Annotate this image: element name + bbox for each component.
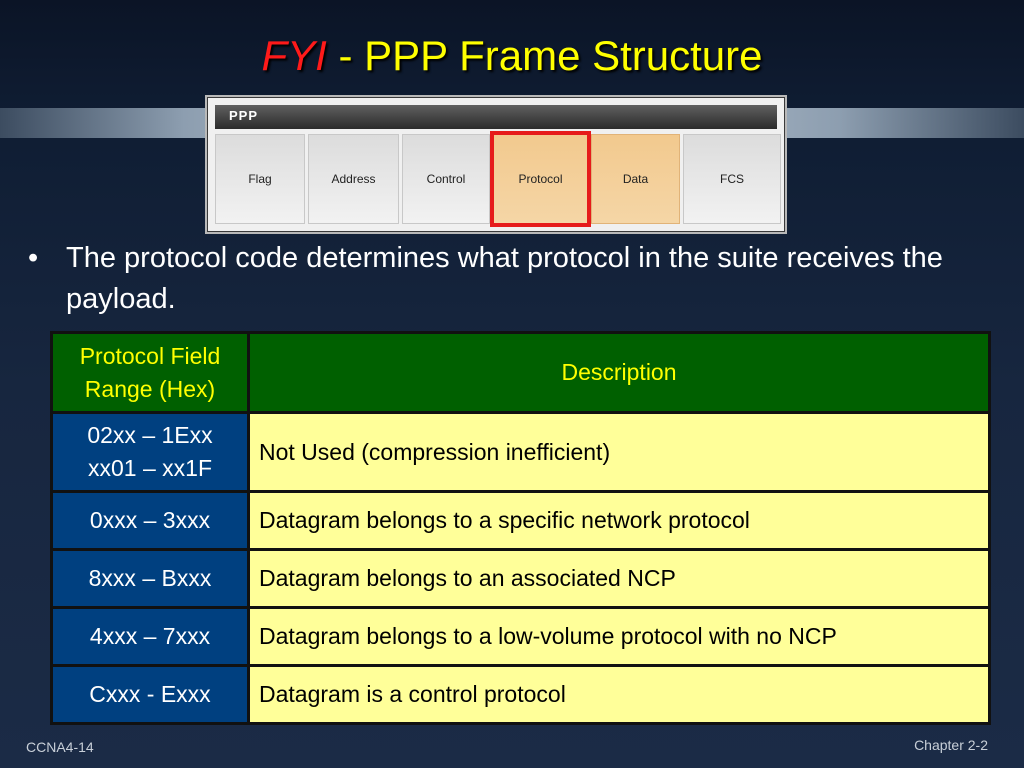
description-cell: Datagram belongs to an associated NCP <box>247 548 991 609</box>
title-fyi: FYI <box>261 32 327 79</box>
range-line-2: xx01 – xx1F <box>88 455 212 481</box>
footer-course-code: CCNA4-14 <box>26 739 94 755</box>
frame-header: PPP <box>215 105 777 129</box>
header-range: Protocol Field Range (Hex) <box>50 331 250 414</box>
range-cell: 02xx – 1Exx xx01 – xx1F <box>50 411 250 493</box>
table-row: 0xxx – 3xxx Datagram belongs to a specif… <box>50 490 991 551</box>
description-cell: Datagram belongs to a specific network p… <box>247 490 991 551</box>
range-cell: 0xxx – 3xxx <box>50 490 250 551</box>
bullet-text: The protocol code determines what protoc… <box>66 242 943 315</box>
header-description: Description <box>247 331 991 414</box>
field-address: Address <box>308 134 399 224</box>
footer-chapter: Chapter 2-2 <box>914 737 988 753</box>
frame-fields: Flag Address Control Protocol Data FCS <box>215 131 781 227</box>
range-line-1: 02xx – 1Exx <box>87 422 213 448</box>
field-flag: Flag <box>215 134 305 224</box>
table-row: 8xxx – Bxxx Datagram belongs to an assoc… <box>50 548 991 609</box>
slide-title: FYI - PPP Frame Structure <box>0 32 1024 80</box>
bullet-dot-icon: • <box>28 242 39 274</box>
description-cell: Datagram is a control protocol <box>247 664 991 725</box>
range-cell: Cxxx - Exxx <box>50 664 250 725</box>
table-row: 02xx – 1Exx xx01 – xx1F Not Used (compres… <box>50 411 991 493</box>
table-row: Cxxx - Exxx Datagram is a control protoc… <box>50 664 991 725</box>
protocol-range-table: Protocol Field Range (Hex) Description 0… <box>50 331 991 725</box>
title-text: - PPP Frame Structure <box>326 32 763 79</box>
field-fcs: FCS <box>683 134 781 224</box>
field-control: Control <box>402 134 490 224</box>
field-data: Data <box>591 134 680 224</box>
description-cell: Datagram belongs to a low-volume protoco… <box>247 606 991 667</box>
table-header-row: Protocol Field Range (Hex) Description <box>50 331 991 414</box>
range-cell: 8xxx – Bxxx <box>50 548 250 609</box>
ppp-frame-diagram: PPP Flag Address Control Protocol Data F… <box>205 95 787 234</box>
field-protocol: Protocol <box>490 131 591 227</box>
range-cell: 4xxx – 7xxx <box>50 606 250 667</box>
table-row: 4xxx – 7xxx Datagram belongs to a low-vo… <box>50 606 991 667</box>
description-cell: Not Used (compression inefficient) <box>247 411 991 493</box>
bullet-point: • The protocol code determines what prot… <box>28 238 988 320</box>
